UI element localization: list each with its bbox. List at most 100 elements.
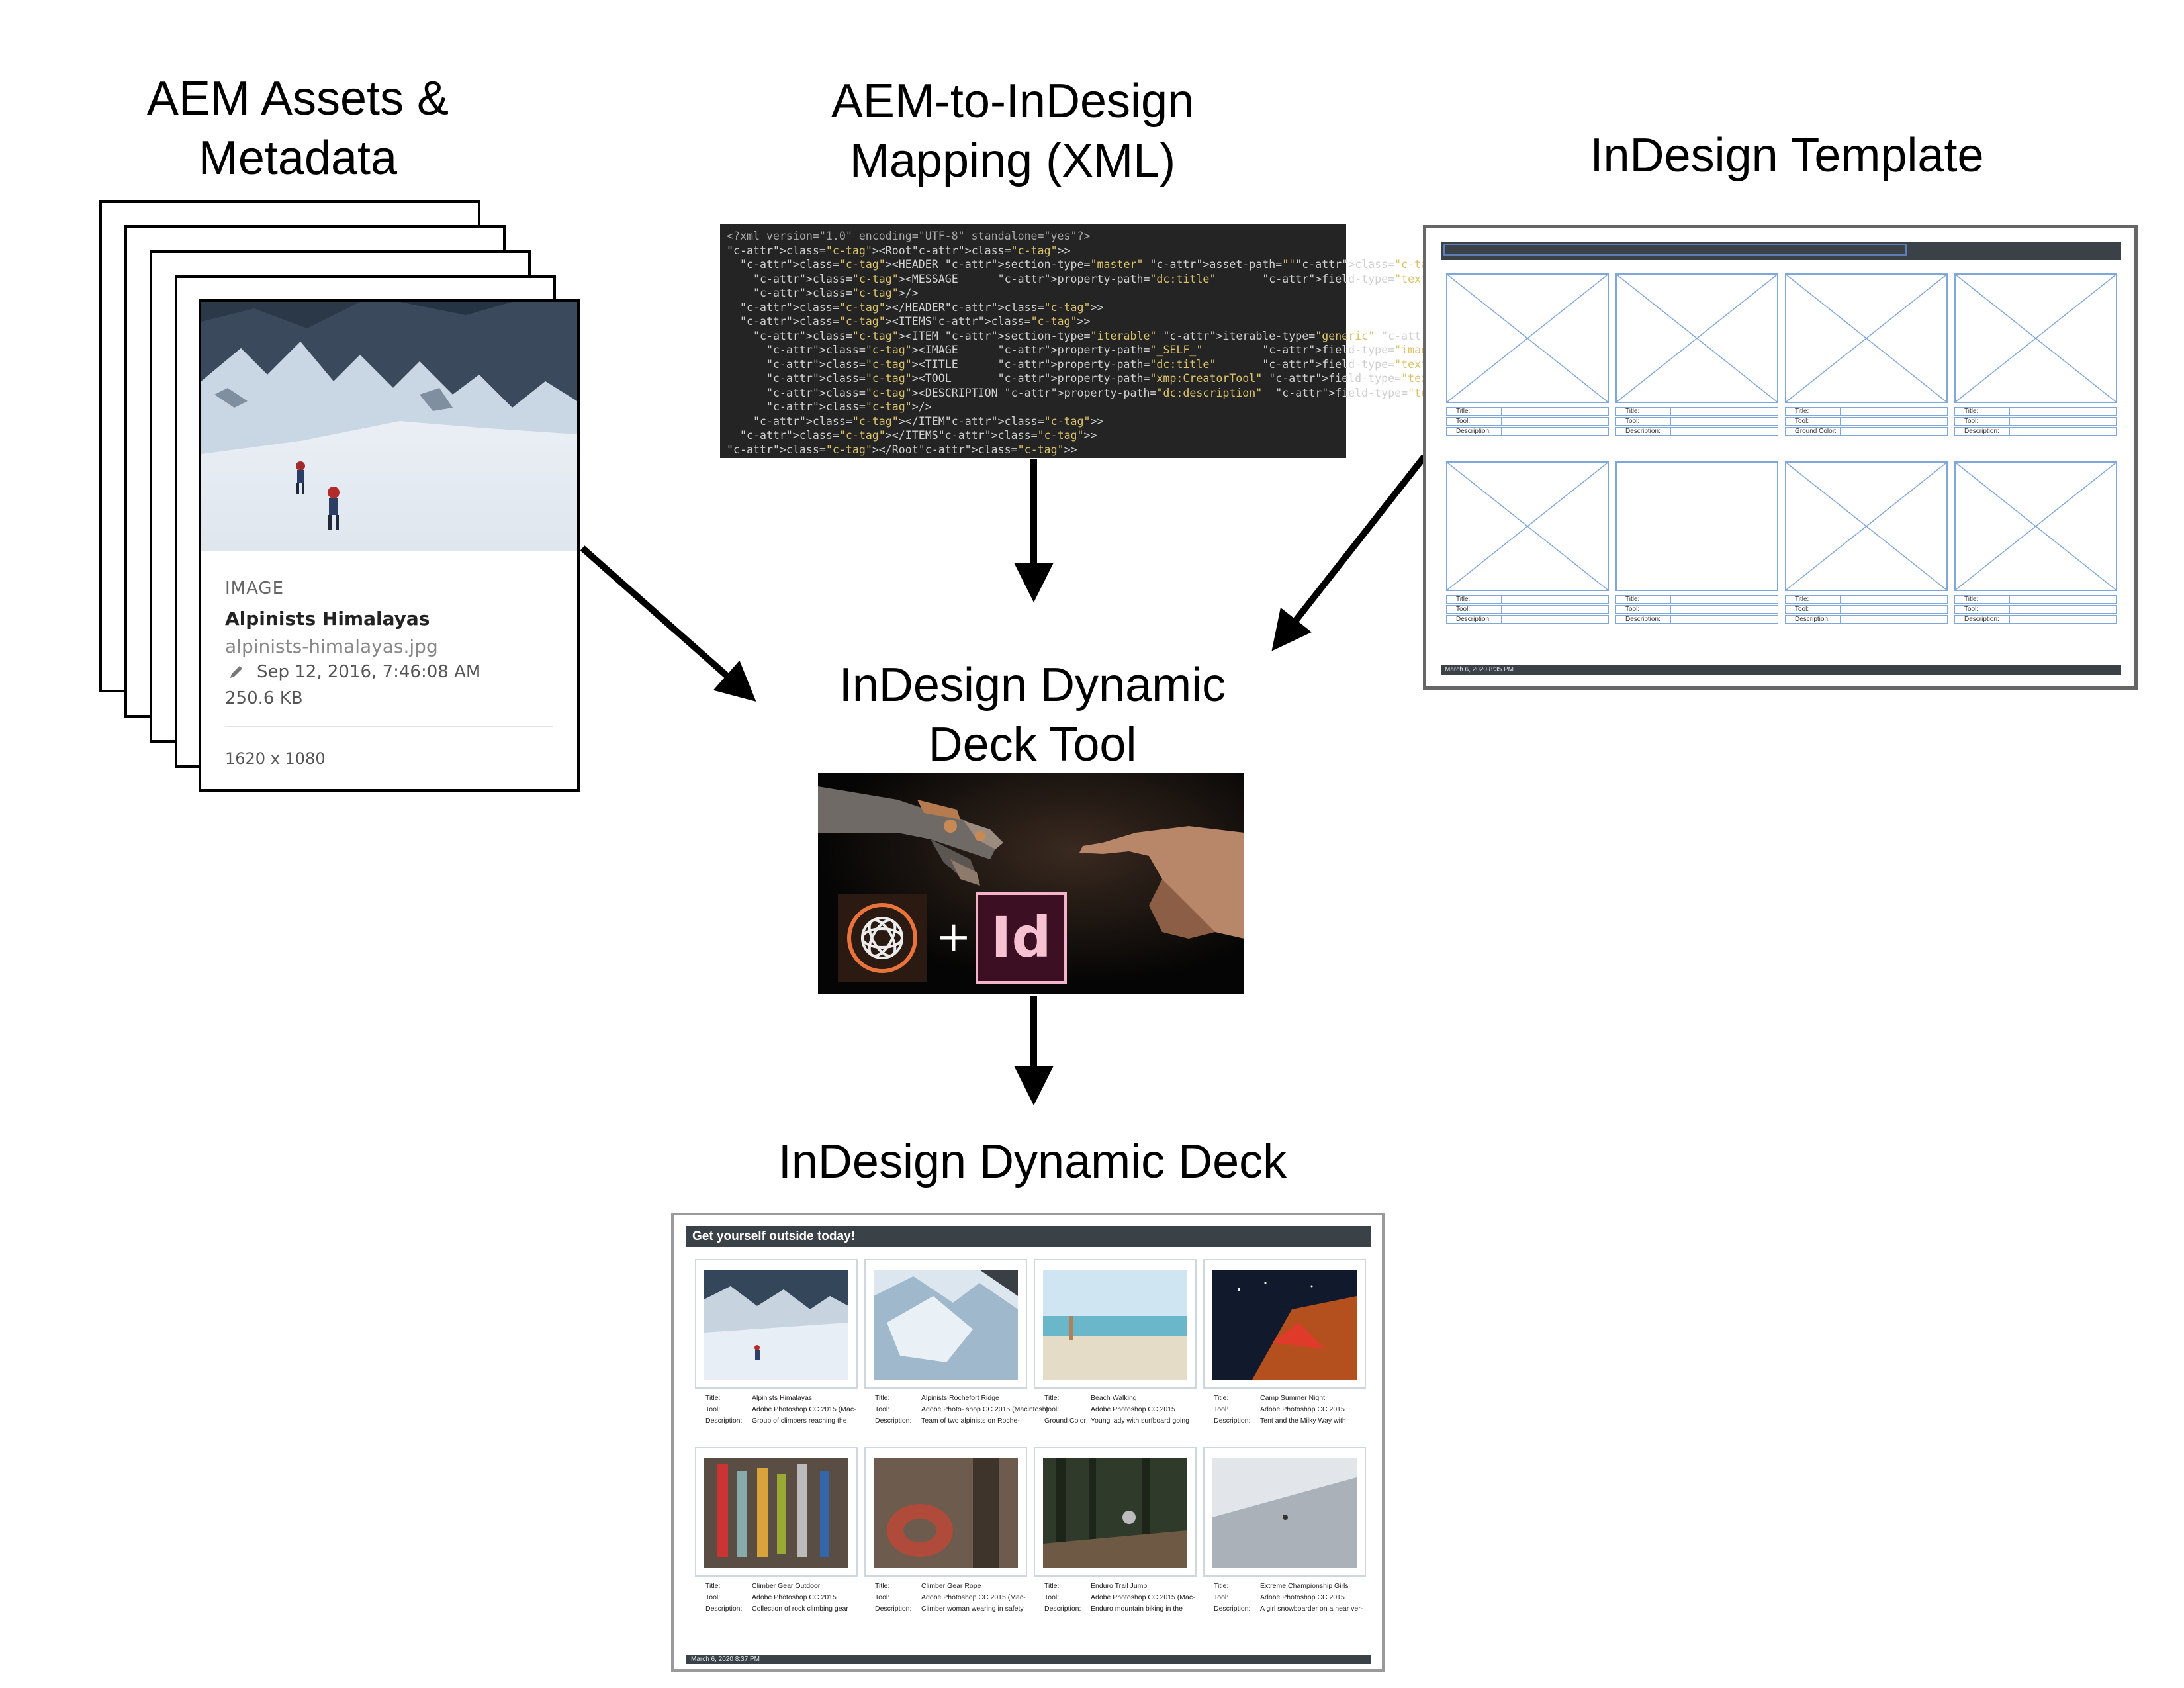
deck-footer-bar: March 6, 2020 8:37 PM xyxy=(686,1655,1371,1664)
deck-field-value: A girl snowboarder on a near ver- xyxy=(1260,1605,1363,1613)
template-image-frame xyxy=(1785,461,1948,591)
deck-field-value: Adobe Photoshop CC 2015 xyxy=(1091,1405,1175,1413)
deck-field-value: Alpinists Rochefort Ridge xyxy=(921,1394,999,1402)
template-field-label: Description: xyxy=(1964,616,1999,623)
deck-field-label: Tool: xyxy=(1044,1593,1060,1601)
xml-line: "c-attr">class="c-tag"></HEADER"c-attr">… xyxy=(739,301,1104,314)
template-field-label: Ground Color: xyxy=(1795,428,1837,435)
template-image-frame xyxy=(1446,461,1609,591)
deck-field-value: Team of two alpinists on Roche- xyxy=(921,1417,1020,1425)
template-image-frame xyxy=(1954,461,2117,591)
template-field-label: Tool: xyxy=(1795,418,1809,425)
deck-field-value: Camp Summer Night xyxy=(1260,1394,1326,1402)
template-field-row: Title: xyxy=(1615,407,1778,416)
xml-line: "c-attr">class="c-tag"><DESCRIPTION "c-a… xyxy=(766,386,1639,399)
assets-title: AEM Assets & Metadata xyxy=(146,72,449,185)
xml-line: "c-attr">class="c-tag"><ITEMS"c-attr">cl… xyxy=(739,315,1091,328)
deck-image xyxy=(1203,1259,1366,1389)
deck-field-label: Description: xyxy=(875,1417,912,1425)
template-field-label: Title: xyxy=(1625,596,1640,603)
template-field-row: Ground Color: xyxy=(1785,427,1948,436)
deck-field-label: Description: xyxy=(705,1417,743,1425)
pencil-icon xyxy=(230,666,242,678)
template-field-row: Description: xyxy=(1954,615,2117,624)
template-field-row: Tool: xyxy=(1785,605,1948,614)
deck-header-title: Get yourself outside today! xyxy=(692,1229,855,1243)
deck-image xyxy=(695,1259,858,1389)
template-field-label: Description: xyxy=(1795,616,1830,623)
template-field-label: Tool: xyxy=(1964,606,1979,613)
deck-field-label: Tool: xyxy=(1044,1405,1060,1413)
template-image-frame xyxy=(1446,273,1609,403)
asset-type: IMAGE xyxy=(225,579,285,598)
template-footer-date: March 6, 2020 8:35 PM xyxy=(1445,666,1514,673)
asset-dimensions: 1620 x 1080 xyxy=(225,749,326,768)
xml-line: "c-attr">class="c-tag"></ITEMS"c-attr">c… xyxy=(739,429,1097,442)
asset-filename: alpinists-himalayas.jpg xyxy=(225,635,438,657)
robot-human-hands-image xyxy=(818,773,1244,994)
deck-field-label: Title: xyxy=(705,1394,721,1402)
template-field-label: Description: xyxy=(1625,616,1661,623)
template-title: InDesign Template xyxy=(1590,129,1984,182)
asset-card: IMAGE Alpinists Himalayas alpinists-hima… xyxy=(199,299,580,792)
indesign-icon: Id xyxy=(991,905,1052,970)
deck-header-bar: Get yourself outside today! xyxy=(686,1226,1371,1247)
template-field-row: Tool: xyxy=(1615,605,1778,614)
deck-field-value: Group of climbers reaching the xyxy=(752,1417,847,1425)
template-footer-bar: March 6, 2020 8:35 PM xyxy=(1441,665,2121,675)
template-field-label: Title: xyxy=(1795,596,1809,603)
template-field-row: Tool: xyxy=(1446,605,1609,614)
deck-field-label: Title: xyxy=(875,1394,890,1402)
template-field-label: Title: xyxy=(1456,408,1471,415)
asset-thumbnail xyxy=(201,302,577,551)
xml-line: "c-attr">class="c-tag"></ITEM"c-attr">cl… xyxy=(752,414,1104,428)
deck-field-label: Title: xyxy=(705,1582,721,1590)
deck-image xyxy=(864,1259,1027,1389)
plus-sign: + xyxy=(936,913,972,962)
template-field-row: Description: xyxy=(1785,615,1948,624)
xml-line: "c-attr">class="c-tag"></Root"c-attr">cl… xyxy=(727,443,1077,456)
template-field-label: Title: xyxy=(1456,596,1471,603)
deck-field-label: Title: xyxy=(1214,1394,1229,1402)
template-field-row: Tool: xyxy=(1615,417,1778,426)
template-field-label: Tool: xyxy=(1625,418,1640,425)
deck-field-value: Extreme Championship Girls xyxy=(1260,1582,1349,1590)
deck-field-value: Climber woman wearing in safety xyxy=(921,1605,1024,1613)
template-field-label: Tool: xyxy=(1456,606,1471,613)
xml-line: "c-attr">class="c-tag"><HEADER "c-attr">… xyxy=(739,258,1454,271)
deck-field-value: Adobe Photoshop CC 2015 (Mac- xyxy=(752,1405,856,1413)
deck-field-label: Ground Color: xyxy=(1044,1417,1088,1425)
deck-field-value: Beach Walking xyxy=(1091,1394,1137,1402)
asset-size: 250.6 KB xyxy=(225,688,303,708)
template-image-frame xyxy=(1785,273,1948,403)
template-field-label: Description: xyxy=(1964,428,1999,435)
template-field-label: Description: xyxy=(1456,428,1491,435)
deck-field-value: Climber Gear Outdoor xyxy=(752,1582,821,1590)
deck-field-value: Adobe Photoshop CC 2015 xyxy=(1260,1593,1345,1601)
deck-field-value: Adobe Photoshop CC 2015 (Mac- xyxy=(921,1593,1026,1601)
template-field-label: Title: xyxy=(1795,408,1809,415)
tool-title: InDesign Dynamic Deck Tool xyxy=(839,659,1226,771)
xml-code-block: <?xml version="1.0" encoding="UTF-8" sta… xyxy=(720,224,1686,458)
deck-field-value: Climber Gear Rope xyxy=(921,1582,981,1590)
template-field-row: Title: xyxy=(1446,407,1609,416)
template-field-row: Title: xyxy=(1615,595,1778,604)
xml-line: "c-attr">class="c-tag"><IMAGE "c-attr">p… xyxy=(766,344,1606,356)
arrow-template-to-tool xyxy=(1271,454,1427,651)
deck-image xyxy=(864,1447,1027,1577)
deck-field-label: Tool: xyxy=(875,1593,890,1601)
asset-divider xyxy=(225,726,553,727)
deck-field-label: Description: xyxy=(1214,1417,1251,1425)
template-field-label: Title: xyxy=(1964,408,1979,415)
template-field-row: Tool: xyxy=(1446,417,1609,426)
xml-line: "c-attr">class="c-tag"><TITLE "c-attr">p… xyxy=(766,357,1600,371)
template-field-row: Description: xyxy=(1615,427,1778,436)
deck-field-label: Title: xyxy=(1044,1394,1060,1402)
deck-field-value: Enduro mountain biking in the xyxy=(1091,1605,1183,1613)
deck-field-value: Adobe Photoshop CC 2015 (Mac- xyxy=(1091,1593,1195,1601)
template-field-row: Title: xyxy=(1954,595,2117,604)
deck-image xyxy=(1203,1447,1366,1577)
deck-field-label: Description: xyxy=(1044,1605,1081,1613)
deck-image xyxy=(1034,1259,1197,1389)
